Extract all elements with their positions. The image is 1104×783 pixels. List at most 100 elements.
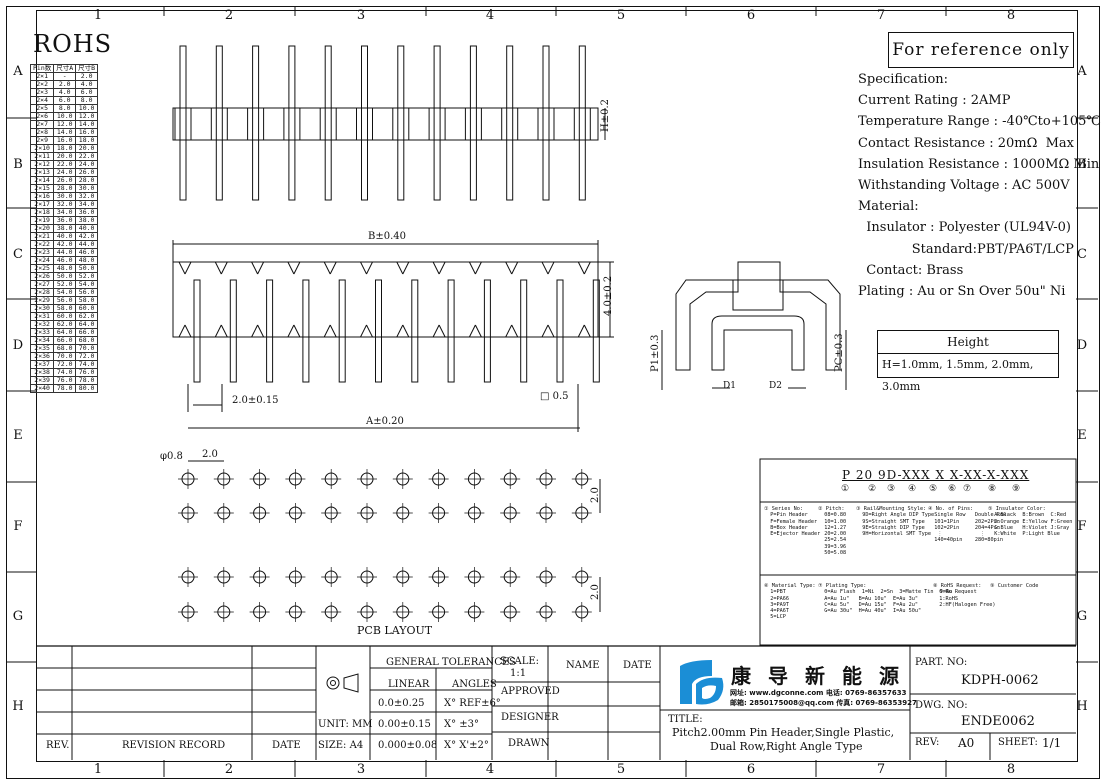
notch [287, 324, 295, 338]
spec-line: Standard:PBT/PA6T/LCP [858, 241, 1074, 257]
side-view-inner-contact [711, 315, 805, 371]
pin-front-view [556, 279, 564, 383]
notch [402, 261, 410, 275]
date-label: DATE [623, 660, 652, 671]
part-code-marker: ④ [908, 484, 917, 494]
pin-front-view [592, 279, 600, 383]
notch [366, 324, 373, 338]
part-code: P 20 9D-XXX X X-XX-X-XXX [842, 468, 1030, 482]
notch [329, 324, 337, 338]
scale-label: SCALE: [500, 656, 540, 667]
title-label: TITLE: [668, 714, 703, 725]
pin-top-view [252, 45, 260, 201]
tol-angle-value: X° ±3° [444, 719, 480, 730]
sheet-value: 1/1 [1042, 736, 1062, 750]
notch [583, 324, 591, 338]
grid-column-label: 4 [485, 762, 495, 777]
pin-top-view [179, 45, 187, 201]
pin-front-view [266, 279, 274, 383]
title-line1: Pitch2.00mm Pin Header,Single Plastic, [672, 726, 895, 739]
tol-angle-value: X° REF±6° [444, 698, 501, 709]
grid-row-label: B [13, 157, 23, 172]
part-code-marker: ⑦ [963, 484, 972, 494]
dim-square: □ 0.5 [540, 391, 569, 402]
approved-label: APPROVED [501, 686, 560, 697]
part-no: KDPH-0062 [961, 673, 1039, 688]
notch [438, 324, 446, 338]
pin-front-view [411, 279, 419, 383]
dim-row-pitch-2: 2.0 [590, 584, 601, 600]
part-code-block: ⑦ Plating Type: 0=Au Flash 1=Ni 2=Sn 3=M… [818, 583, 953, 615]
notch [214, 261, 222, 275]
notch [432, 261, 440, 275]
grid-row-label: F [1077, 519, 1087, 534]
tol-title: GENERAL TOLERANCES [386, 657, 517, 668]
dim-pitch: 2.0±0.15 [232, 395, 279, 406]
pcb-layout-label: PCB LAYOUT [357, 624, 433, 637]
notch [577, 261, 585, 275]
part-code-block: ⑥ Material Type: 1=PBT 2=PA66 3=PA9T 4=P… [764, 583, 816, 621]
projection-symbol-icon [326, 676, 340, 690]
pin-front-view [520, 279, 528, 383]
pin-top-view [324, 45, 332, 201]
grid-column-label: 6 [746, 8, 756, 23]
notch [220, 324, 228, 338]
part-code-block: ② Pitch: 08=0.80 10=1.00 12=1.27 20=2.00… [818, 506, 847, 557]
pin-top-view [578, 45, 586, 201]
spec-line: Current Rating : 2AMP [858, 93, 1011, 109]
pin-top-view [433, 45, 441, 201]
notch [360, 261, 367, 275]
grid-column-label: 8 [1006, 762, 1016, 777]
part-code-block: ③ Rail&Mounting Style: 9D=Right Angle DI… [856, 506, 935, 538]
grid-row-label: G [1076, 609, 1088, 624]
dim-hole-pitch: 2.0 [202, 449, 218, 460]
notch [438, 261, 446, 275]
dwg-no: ENDE0062 [961, 714, 1035, 729]
grid-row-label: C [13, 247, 23, 262]
part-code-block: ① Series No: P=Pin Header F=Female Heade… [764, 506, 821, 538]
notch [511, 324, 519, 338]
revision-record-label: REVISION RECORD [122, 740, 226, 751]
notch [505, 261, 513, 275]
notch [505, 324, 513, 338]
grid-column-label: 5 [616, 8, 626, 23]
dim-h: H±0.2 [600, 98, 611, 132]
scale-value: 1:1 [510, 668, 527, 679]
notch [432, 324, 440, 338]
grid-row-label: C [1077, 247, 1087, 262]
company-website: 网址: www.dgconne.com 电话: 0769-86357633 [730, 689, 907, 697]
table-cell: 80.0 [75, 384, 99, 393]
grid-row-label: E [1077, 428, 1087, 443]
notch [329, 261, 337, 275]
pin-front-view [447, 279, 455, 383]
pin-front-view [229, 279, 237, 383]
part-code-marker: ② [868, 484, 877, 494]
grid-column-label: 2 [224, 8, 234, 23]
notch [214, 324, 222, 338]
notch [178, 324, 186, 338]
notch [541, 261, 549, 275]
dim-b: B±0.40 [368, 231, 406, 242]
spec-line: Temperature Range : -40℃to+105℃ [858, 114, 1101, 130]
grid-column-label: 3 [356, 8, 366, 23]
pin-front-view [193, 279, 201, 383]
notch [251, 261, 259, 275]
spec-line: Insulator : Polyester (UL94V-0) [858, 220, 1071, 236]
designer-label: DESIGNER [501, 712, 559, 723]
notch [468, 324, 476, 338]
grid-column-label: 1 [93, 762, 103, 777]
pin-top-view [361, 45, 368, 201]
grid-column-label: 7 [876, 8, 886, 23]
dim-d2: D2 [769, 381, 782, 391]
part-code-block: ⑨ Customer Code [990, 583, 1039, 589]
part-code-marker: ⑧ [988, 484, 997, 494]
tol-angle-value: X° X'±2° [444, 740, 489, 751]
dim-d1: D1 [723, 381, 736, 391]
pin-top-view [288, 45, 296, 201]
notch [468, 261, 476, 275]
notch [257, 261, 265, 275]
height-title: Height [878, 331, 1058, 354]
notch [474, 261, 482, 275]
